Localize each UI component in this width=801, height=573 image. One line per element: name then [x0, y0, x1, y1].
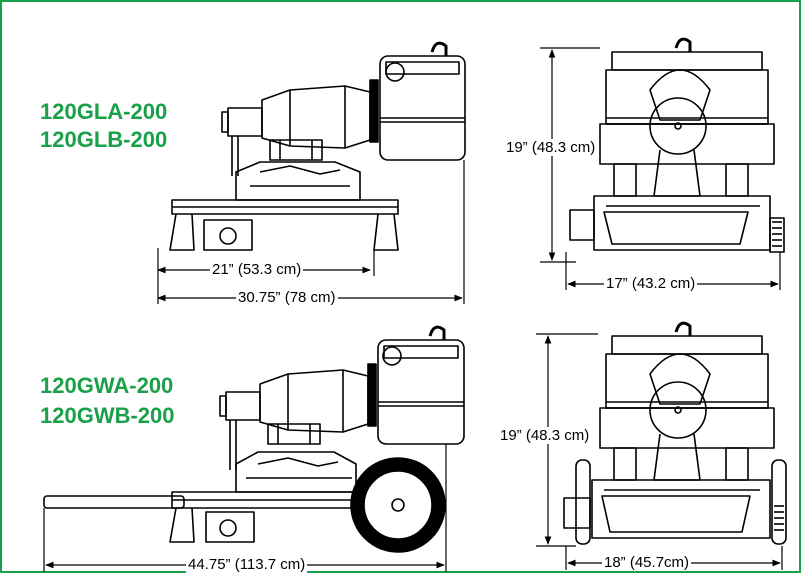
top-side-view-pump	[169, 41, 466, 251]
bottom-front-dimension-lines	[536, 333, 783, 570]
top-front-dimension-lines	[540, 47, 781, 290]
bottom-side-view-pump	[43, 325, 465, 553]
top-front-view-pump	[569, 37, 785, 253]
dim-top-side-inner: 21” (53.3 cm)	[210, 261, 304, 278]
bottom-front-view-pump	[563, 321, 787, 545]
dim-bottom-front-height: 19” (48.3 cm)	[498, 427, 592, 444]
model-label-120glb: 120GLB-200	[40, 127, 168, 152]
model-label-120gwb: 120GWB-200	[40, 403, 175, 428]
dim-bottom-side-width: 44.75” (113.7 cm)	[186, 556, 308, 573]
dim-bottom-front-width: 18” (45.7cm)	[602, 554, 692, 571]
model-label-120gwa: 120GWA-200	[40, 373, 174, 398]
model-label-120gla: 120GLA-200	[40, 99, 168, 124]
dim-top-front-height: 19” (48.3 cm)	[504, 139, 598, 156]
dim-top-front-width: 17” (43.2 cm)	[604, 275, 698, 292]
dim-top-side-outer: 30.75” (78 cm)	[236, 289, 338, 306]
